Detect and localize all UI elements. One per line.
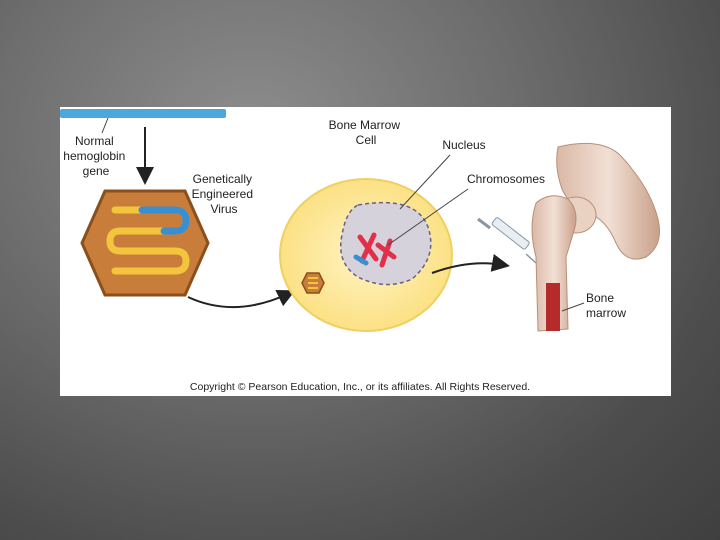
gene-therapy-diagram: Normal hemoglobin gene Genetically Engin… xyxy=(60,107,671,396)
gene-therapy-figure: Normal hemoglobin gene Genetically Engin… xyxy=(60,107,671,396)
copyright-notice: Copyright © Pearson Education, Inc., or … xyxy=(190,381,530,393)
syringe-icon xyxy=(478,217,536,263)
virus-label-line-2: Engineered xyxy=(192,187,253,201)
virus-label-line-3: Virus xyxy=(210,202,237,216)
cell-label-line-1: Bone Marrow xyxy=(329,118,401,132)
gene-label: Normal hemoglobin gene xyxy=(63,134,128,178)
virus-to-cell-arrow xyxy=(188,293,290,307)
marrow-label-line-1: Bone xyxy=(586,291,614,305)
gene-label-line-1: Normal xyxy=(75,134,114,148)
virus-label: Genetically Engineered Virus xyxy=(192,172,257,216)
nucleus-label: Nucleus xyxy=(442,138,485,152)
normal-gene-bar xyxy=(60,109,226,118)
gene-label-line-2: hemoglobin xyxy=(63,149,125,163)
gene-label-line-3: gene xyxy=(83,164,110,178)
gene-label-leader-line xyxy=(102,118,108,133)
cell-label: Bone Marrow Cell xyxy=(329,118,404,147)
marrow-label: Bone marrow xyxy=(586,291,626,320)
chromosomes-label: Chromosomes xyxy=(467,172,545,186)
virus-label-line-1: Genetically xyxy=(193,172,252,186)
marrow-label-line-2: marrow xyxy=(586,306,626,320)
nucleus xyxy=(341,203,431,285)
cell-label-line-2: Cell xyxy=(356,133,377,147)
marrow-cavity xyxy=(546,283,560,331)
